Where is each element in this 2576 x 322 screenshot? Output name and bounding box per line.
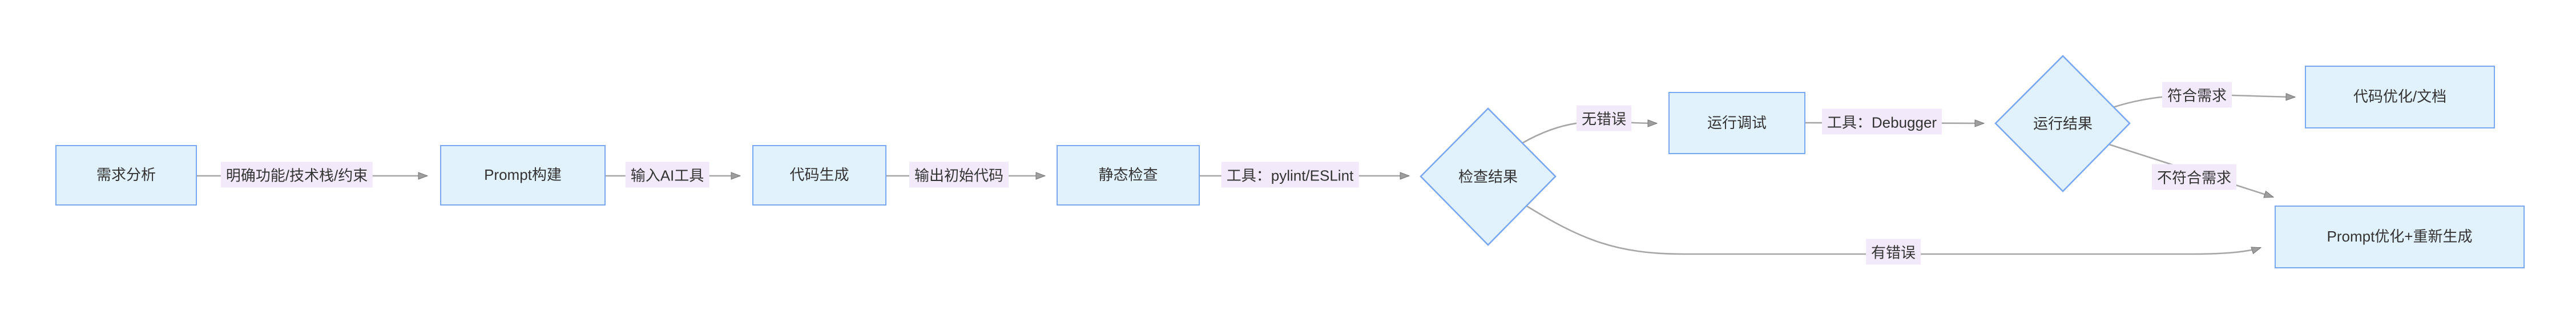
node-run-result-label: 运行结果 bbox=[2033, 115, 2093, 132]
node-label: 运行调试 bbox=[1707, 114, 1767, 131]
node-code-optimize-docs: 代码优化/文档 bbox=[2305, 66, 2495, 128]
edge-label-meets-requirements: 符合需求 bbox=[2162, 82, 2232, 108]
node-label: Prompt优化+重新生成 bbox=[2327, 228, 2473, 245]
node-prompt-reoptimize: Prompt优化+重新生成 bbox=[2275, 206, 2525, 268]
node-shape-check-result bbox=[1420, 107, 1557, 246]
node-static-check: 静态检查 bbox=[1057, 145, 1200, 206]
edge-label-tool-debugger: 工具：Debugger bbox=[1821, 108, 1942, 135]
node-label: 代码生成 bbox=[789, 166, 849, 184]
edge-label-input-ai-tool: 输入AI工具 bbox=[625, 162, 709, 188]
edge-label-has-error: 有错误 bbox=[1865, 239, 1921, 265]
node-label: 代码优化/文档 bbox=[2353, 88, 2447, 106]
edge-label-output-initial-code: 输出初始代码 bbox=[909, 162, 1009, 188]
node-label: Prompt构建 bbox=[484, 166, 562, 184]
edge-label-clarify-requirements: 明确功能/技术栈/约束 bbox=[220, 162, 373, 188]
node-prompt-build: Prompt构建 bbox=[440, 145, 606, 206]
node-run-debug: 运行调试 bbox=[1668, 92, 1805, 154]
node-label: 静态检查 bbox=[1098, 166, 1158, 184]
node-requirement-analysis: 需求分析 bbox=[55, 145, 197, 206]
edge-label-tool-pylint-eslint: 工具：pylint/ESLint bbox=[1221, 162, 1359, 188]
edge-label-no-error: 无错误 bbox=[1576, 105, 1632, 131]
edge-checkresult-to-promptreoptimize bbox=[1523, 203, 2260, 255]
node-check-result-label: 检查结果 bbox=[1458, 168, 1518, 186]
edge-label-not-meets-requirements: 不符合需求 bbox=[2151, 164, 2237, 190]
node-shape-run-result bbox=[1994, 55, 2131, 192]
node-code-generation: 代码生成 bbox=[752, 145, 886, 206]
node-label: 需求分析 bbox=[96, 166, 156, 184]
